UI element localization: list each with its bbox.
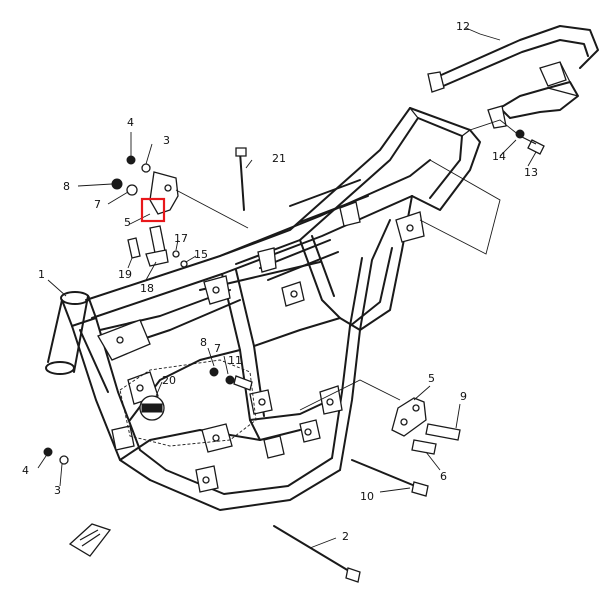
part-12-grab-rail (427, 25, 599, 129)
callout-1: 1 (38, 268, 45, 281)
steering-head-tube (45, 291, 98, 375)
engine-mount-fasteners (209, 367, 253, 391)
callout-11: 11 (228, 354, 242, 367)
part-13-bolt (519, 135, 545, 155)
callout-13: 13 (524, 166, 538, 179)
part-20-cover (139, 395, 165, 421)
callout-17: 17 (174, 232, 188, 245)
callout-8-lower: 8 (200, 336, 207, 349)
motorcycle-frame (45, 107, 481, 511)
callout-6: 6 (440, 470, 447, 483)
callout-15: 15 (194, 248, 208, 261)
identification-plate (68, 523, 112, 557)
callout-5-upper: 5 (124, 216, 131, 229)
lower-right-bracket (351, 397, 461, 497)
part-21-bolt (235, 147, 247, 211)
callout-21: 21 (272, 152, 286, 165)
callout-labels: 12 21 4 3 8 7 5 17 15 19 18 1 8 7 11 20 … (22, 20, 538, 543)
leader-lines (37, 27, 537, 549)
callout-7-upper: 7 (94, 198, 101, 211)
callout-7-lower: 7 (214, 342, 221, 355)
lower-left-fasteners (43, 447, 69, 465)
callout-4-upper: 4 (127, 116, 134, 129)
callout-20: 20 (162, 374, 176, 387)
callout-5-lower: 5 (428, 372, 435, 385)
callout-14: 14 (492, 150, 506, 163)
part-2-bolt (273, 525, 361, 583)
callout-9: 9 (460, 390, 467, 403)
callout-3-upper: 3 (163, 134, 170, 147)
callout-10: 10 (360, 490, 374, 503)
callout-3-lower: 3 (54, 484, 61, 497)
callout-18: 18 (140, 282, 154, 295)
callout-8-upper: 8 (63, 180, 70, 193)
middle-fastener-cluster (127, 225, 188, 268)
callout-4-lower: 4 (22, 464, 29, 477)
part-14-nut (515, 129, 525, 139)
callout-12: 12 (456, 20, 470, 33)
callout-2: 2 (342, 530, 349, 543)
highlight-box (140, 197, 166, 223)
callout-19: 19 (118, 268, 132, 281)
upper-fastener-cluster (111, 155, 179, 215)
